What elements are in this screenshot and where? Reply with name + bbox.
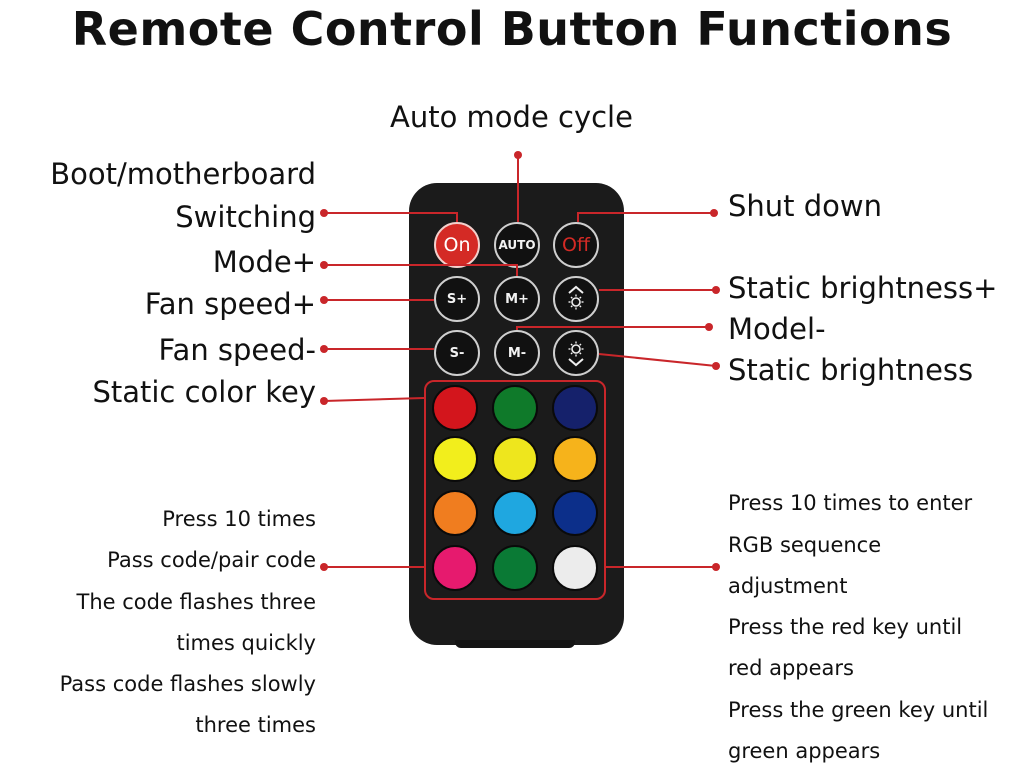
pink-color-key[interactable] xyxy=(432,545,478,591)
page-title: Remote Control Button Functions xyxy=(71,2,953,56)
brightness-up-button[interactable] xyxy=(553,276,599,322)
navy-color-key[interactable] xyxy=(552,385,598,431)
right-note-line: Press the red key until xyxy=(728,615,963,639)
label-fan-speed-minus: Fan speed- xyxy=(158,333,316,367)
speed-minus-button[interactable]: S- xyxy=(434,330,480,376)
right-note-line: Press 10 times to enter xyxy=(728,491,973,515)
label-auto-mode-cycle: Auto mode cycle xyxy=(390,100,633,134)
label-mode-plus: Mode+ xyxy=(212,245,316,279)
red-color-key[interactable] xyxy=(432,385,478,431)
label-switching: Switching xyxy=(175,200,316,234)
label-static-brightness-plus: Static brightness+ xyxy=(728,271,998,305)
lemon-color-key[interactable] xyxy=(492,436,538,482)
off-button[interactable]: Off xyxy=(553,222,599,268)
color-key-group-outline xyxy=(424,380,606,600)
label-static-color-key: Static color key xyxy=(92,375,316,409)
mode-minus-button[interactable]: M- xyxy=(494,330,540,376)
left-note-line: Press 10 times xyxy=(162,507,316,531)
dark-green-color-key[interactable] xyxy=(492,545,538,591)
label-fan-speed-plus: Fan speed+ xyxy=(144,287,316,321)
left-note-line: times quickly xyxy=(176,631,316,655)
brightness-down-icon xyxy=(568,341,584,367)
right-note-line: red appears xyxy=(728,656,854,680)
blue-color-key[interactable] xyxy=(552,490,598,536)
right-note-line: adjustment xyxy=(728,574,848,598)
label-model-minus: Model- xyxy=(728,312,826,346)
on-button[interactable]: On xyxy=(434,222,480,268)
label-static-brightness: Static brightness xyxy=(728,353,974,387)
label-boot-motherboard: Boot/motherboard xyxy=(50,157,316,191)
right-note-line: RGB sequence xyxy=(728,533,882,557)
yellow-color-key[interactable] xyxy=(432,436,478,482)
amber-color-key[interactable] xyxy=(552,436,598,482)
label-shut-down: Shut down xyxy=(728,189,883,223)
right-note-line: green appears xyxy=(728,739,881,763)
white-color-key[interactable] xyxy=(552,545,598,591)
remote-edge xyxy=(455,640,575,648)
green-color-key[interactable] xyxy=(492,385,538,431)
brightness-up-icon xyxy=(568,285,584,310)
right-note-line: Press the green key until xyxy=(728,698,989,722)
left-note-line: Pass code/pair code xyxy=(107,548,316,572)
left-note-line: The code flashes three xyxy=(76,590,317,614)
left-note-line: Pass code flashes slowly xyxy=(59,672,316,696)
orange-color-key[interactable] xyxy=(432,490,478,536)
mode-plus-button[interactable]: M+ xyxy=(494,276,540,322)
left-note-line: three times xyxy=(195,713,316,737)
sky-blue-color-key[interactable] xyxy=(492,490,538,536)
speed-plus-button[interactable]: S+ xyxy=(434,276,480,322)
brightness-down-button[interactable] xyxy=(553,330,599,376)
